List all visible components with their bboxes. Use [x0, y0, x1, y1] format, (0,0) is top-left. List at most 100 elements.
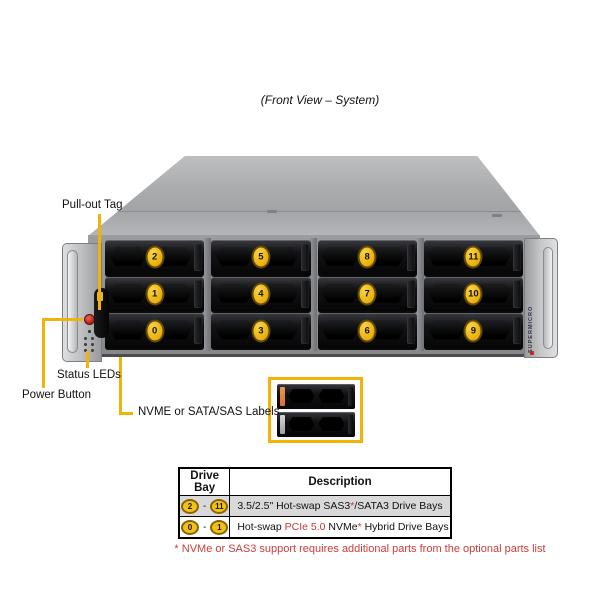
label-nvme-labels: NVME or SATA/SAS Labels [138, 406, 280, 418]
brand-logo-text: SUPERMICRO [528, 305, 534, 353]
reset-hole [88, 330, 91, 333]
drive-vent [109, 283, 146, 303]
status-led [91, 349, 94, 352]
nvme-label-strip [279, 386, 285, 406]
desc-highlight: PCIe 5.0 [284, 521, 326, 533]
status-led [84, 337, 87, 340]
label-power-button: Power Button [22, 389, 92, 401]
drive-bay-number-badge: 4 [251, 282, 271, 306]
drive-bay-number-badge: 9 [463, 319, 483, 343]
footnote-star: * [357, 521, 362, 533]
drive-tray-latch [406, 317, 415, 345]
drive-vent [261, 320, 298, 340]
drive-bay: 4 [211, 276, 311, 314]
bay-number-badge: 2 [181, 498, 199, 514]
drive-vent [428, 247, 465, 267]
drive-vent [261, 283, 298, 303]
sata-sas-label-strip [279, 414, 285, 434]
drive-bay-number-badge: 3 [251, 319, 271, 343]
drive-bay: 5 [211, 240, 311, 277]
desc-text: Hot-swap [237, 521, 285, 533]
drive-bay: 3 [211, 313, 311, 350]
drive-tray-latch [300, 317, 309, 345]
drive-bay-number-badge: 7 [357, 282, 377, 306]
bay-column-divider [310, 238, 317, 351]
callout-line-nvme-labels [119, 412, 133, 415]
callout-line-status-leds [86, 351, 89, 368]
drive-tray-latch [513, 280, 522, 308]
drive-vent [109, 320, 146, 340]
desc-text: Hybrid Drive Bays [361, 521, 449, 533]
drive-tray-latch [300, 280, 309, 308]
drive-tray-latch [300, 243, 309, 271]
range-dash: - [203, 500, 207, 512]
drive-bay: 8 [317, 240, 417, 277]
drive-vent [322, 320, 359, 340]
right-handle [543, 247, 553, 349]
left-handle [67, 250, 78, 353]
table-row: 0-1 Hot-swap PCIe 5.0 NVMe* Hybrid Drive… [178, 516, 452, 539]
drive-bay-grid: 2 5 8 [105, 240, 523, 350]
drive-vent [288, 389, 315, 403]
drive-vent [109, 247, 146, 267]
bay-number-badge: 1 [210, 519, 229, 535]
drive-tray-latch [194, 280, 203, 308]
bay-range-cell: 2-11 [178, 495, 231, 517]
drive-bay: 9 [423, 313, 523, 350]
drive-tray-latch [347, 386, 353, 406]
drive-bay-table: Drive Bay Description 2-11 3.5/2.5" Hot-… [178, 467, 452, 539]
right-ear: SUPERMICRO [524, 238, 558, 358]
lid-latch [267, 210, 278, 214]
status-led [91, 343, 94, 346]
drive-bay: 1 [105, 276, 205, 314]
callout-line-nvme-labels [119, 357, 122, 415]
drive-tray-latch [194, 243, 203, 271]
drive-vent [368, 247, 404, 267]
status-led [84, 349, 87, 352]
chassis-lid [87, 156, 541, 236]
drive-vent [428, 320, 465, 340]
bay-column-divider [204, 238, 211, 351]
range-dash: - [203, 521, 207, 533]
drive-bay: 0 [105, 313, 205, 350]
label-pull-out-tag: Pull-out Tag [62, 199, 123, 211]
drive-vent [474, 283, 511, 303]
drive-bay-number-badge: 11 [463, 245, 483, 269]
drive-vent [474, 247, 511, 267]
drive-bay: 6 [317, 313, 417, 350]
drive-vent [318, 389, 345, 403]
drive-vent [216, 283, 252, 303]
footnote-star: * [350, 500, 355, 512]
drive-bay-number-badge: 10 [463, 282, 483, 306]
drive-bay-number-badge: 8 [357, 245, 377, 269]
drive-vent [322, 247, 359, 267]
drive-vent [288, 417, 315, 431]
drive-bay: 7 [317, 276, 417, 314]
callout-line-power-button [42, 318, 45, 388]
desc-text: /SATA3 Drive Bays [354, 500, 443, 512]
footnote: * NVMe or SAS3 support requires addition… [174, 543, 546, 555]
status-led [91, 337, 94, 340]
lid-latch [491, 213, 502, 217]
lid-seam [103, 211, 534, 213]
drive-tray-latch [347, 414, 353, 434]
drive-vent [155, 283, 192, 303]
description-cell: Hot-swap PCIe 5.0 NVMe* Hybrid Drive Bay… [229, 516, 452, 539]
drive-vent [216, 320, 252, 340]
bay-number-badge: 11 [210, 498, 229, 514]
drive-vent [368, 320, 404, 340]
header-description: Description [229, 467, 452, 496]
drive-bay-number-badge: 2 [145, 245, 165, 269]
bay-column-divider [417, 238, 424, 351]
drive-bay: 10 [423, 276, 523, 314]
chassis-front: 2 5 8 [88, 235, 540, 357]
drive-vent [155, 320, 192, 340]
callout-line-power-button [42, 318, 83, 321]
drive-vent [368, 283, 404, 303]
label-status-leds: Status LEDs [57, 369, 121, 381]
drive-bay-number-badge: 0 [145, 319, 165, 343]
drive-tray-latch [513, 317, 522, 345]
drive-vent [155, 247, 192, 267]
desc-text: NVMe [325, 521, 358, 533]
